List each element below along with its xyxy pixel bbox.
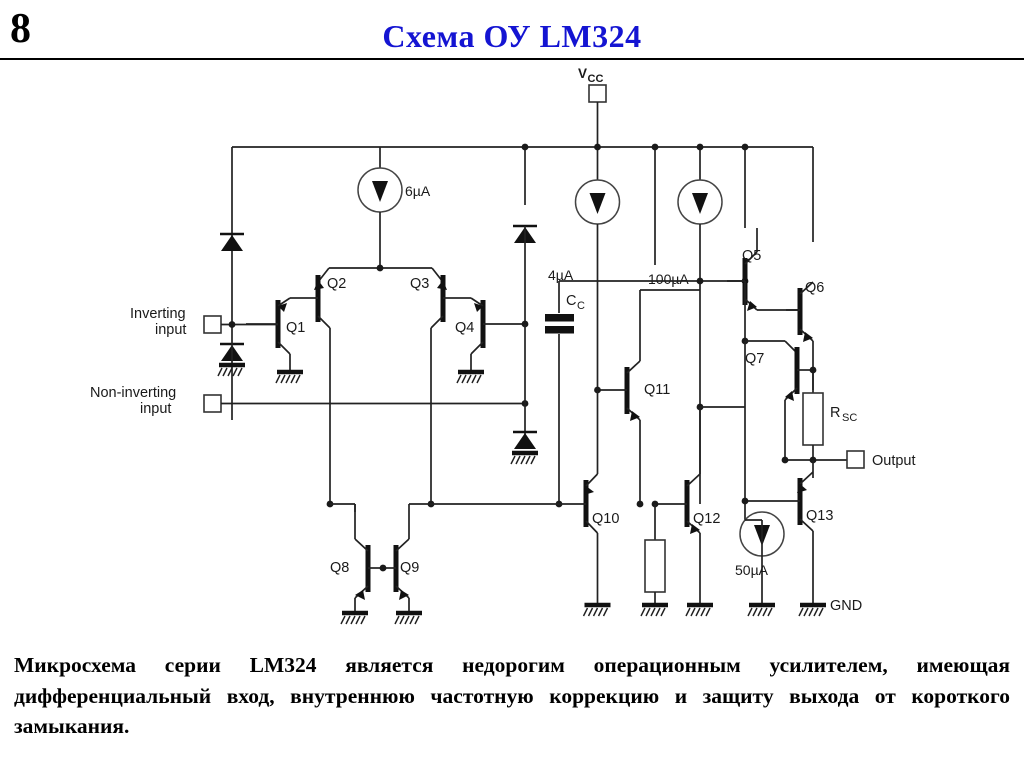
transistor-Q3-label: Q3 — [410, 276, 429, 292]
transistor-Q11 — [594, 289, 745, 508]
bias-diode-lower — [218, 325, 245, 420]
transistor-Q4 — [456, 297, 525, 383]
clamp-diode-lower — [511, 403, 538, 465]
capacitor-cc — [545, 280, 598, 508]
output-label: Output — [872, 453, 916, 469]
non-inverting-input-label-line2: input — [140, 401, 171, 417]
clamp-diode-upper — [511, 224, 539, 404]
slide-number: 8 — [10, 6, 31, 52]
transistor-Q2-label: Q2 — [327, 276, 346, 292]
inverting-input-terminal[interactable] — [203, 315, 278, 334]
gnd-label: GND — [830, 598, 862, 614]
transistor-Q10-label: Q10 — [592, 511, 619, 527]
inverting-input-label-line2: input — [155, 322, 186, 338]
current-source-4ua — [574, 179, 621, 390]
inverting-input-label-line1: Inverting — [130, 306, 186, 322]
current-source-6ua — [357, 167, 403, 268]
transistor-Q1 — [246, 297, 305, 383]
slide-caption: Микросхема серии LM324 является недороги… — [14, 653, 1010, 739]
resistor-pulldown — [641, 504, 668, 616]
current-source-4ua-label: 4µA — [548, 267, 574, 283]
resistor-rsc — [802, 366, 824, 460]
transistor-Q13-label: Q13 — [806, 508, 833, 524]
current-mirror-wires — [326, 390, 559, 512]
transistor-Q8 — [341, 504, 383, 624]
output-terminal[interactable] — [846, 450, 865, 469]
vcc-label: VCC — [578, 66, 603, 85]
transistor-Q5 — [727, 228, 800, 311]
transistor-Q6 — [786, 281, 814, 390]
lm324-schematic-svg: VCC — [90, 66, 916, 630]
transistor-Q1-label: Q1 — [286, 320, 305, 336]
transistor-Q9-label: Q9 — [400, 560, 419, 576]
header-divider — [0, 58, 1024, 60]
transistor-Q9 — [379, 503, 431, 624]
capacitor-cc-label: CC — [566, 293, 585, 312]
ground-rail-label-group: GND — [830, 598, 862, 614]
transistor-Q2 — [305, 275, 331, 390]
output-net — [781, 456, 847, 478]
transistor-Q7-label: Q7 — [745, 351, 764, 367]
non-inverting-input-label-line1: Non-inverting — [90, 385, 176, 401]
transistor-Q3 — [430, 275, 456, 390]
transistor-Q12-label: Q12 — [693, 511, 720, 527]
transistor-Q5-label: Q5 — [742, 248, 761, 264]
transistor-Q8-label: Q8 — [330, 560, 349, 576]
transistor-Q7 — [784, 347, 813, 460]
transistor-Q10 — [559, 390, 611, 616]
current-source-50ua — [739, 511, 785, 616]
transistor-Q11-label: Q11 — [644, 382, 670, 398]
transistor-Q12 — [651, 407, 713, 616]
current-source-100ua-label: 100µA — [648, 271, 689, 287]
transistor-Q6-label: Q6 — [805, 280, 824, 296]
schematic-figure: VCC — [0, 60, 1024, 630]
page-title: Схема ОУ LM324 — [382, 18, 642, 54]
current-source-50ua-label: 50µA — [735, 562, 769, 578]
q7-bias-wire — [741, 281, 798, 520]
transistor-Q4-label: Q4 — [455, 320, 474, 336]
transistor-Q13 — [741, 471, 826, 616]
current-source-6ua-label: 6µA — [405, 183, 431, 199]
non-inverting-input-terminal[interactable] — [203, 394, 529, 413]
vcc-terminal[interactable] — [588, 84, 607, 147]
bias-diode-upper — [218, 232, 246, 253]
